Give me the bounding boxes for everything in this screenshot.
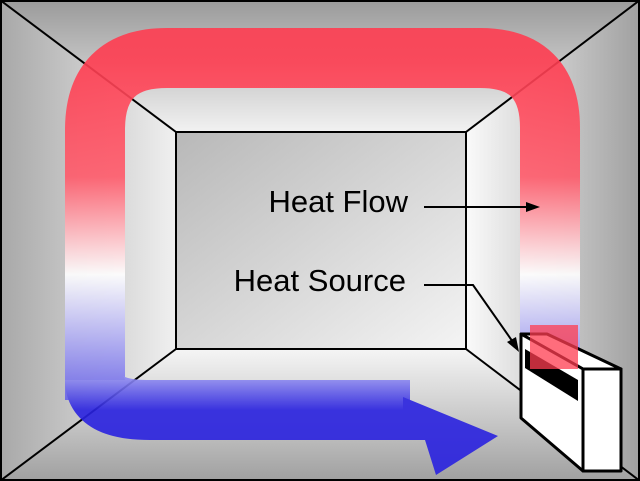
arrow-icon bbox=[507, 337, 519, 352]
heat-flow-arrow bbox=[65, 28, 580, 475]
back-wall bbox=[175, 131, 467, 350]
arrowhead bbox=[403, 397, 498, 475]
heat-source-pointer bbox=[424, 284, 516, 346]
heat-flow-label: Heat Flow bbox=[268, 184, 408, 219]
labels: Heat Flow Heat Source bbox=[234, 184, 540, 352]
arrow-icon bbox=[526, 202, 540, 212]
flow-band bbox=[65, 28, 580, 400]
heater bbox=[519, 325, 623, 473]
cold-return-band bbox=[65, 373, 410, 440]
heat-source-label: Heat Source bbox=[234, 263, 406, 298]
